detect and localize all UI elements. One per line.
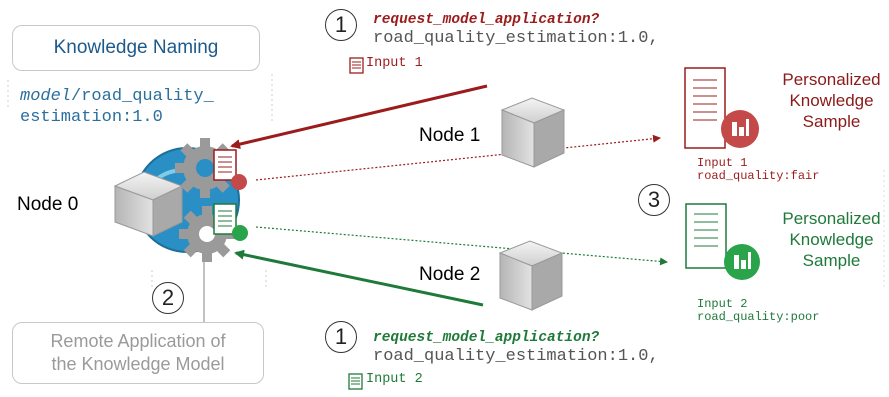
remote-application-box: Remote Application of the Knowledge Mode… bbox=[12, 322, 264, 384]
remote-line2: the Knowledge Model bbox=[51, 354, 225, 374]
document-icon bbox=[685, 203, 727, 269]
step-1-bottom: 1 bbox=[325, 321, 357, 353]
sample-title-top: Personalized Knowledge Sample bbox=[774, 69, 889, 132]
step-2: 2 bbox=[152, 282, 184, 314]
sample-result-bottom: Input 2 road_quality:poor bbox=[697, 298, 819, 324]
sample-top-line2: Knowledge bbox=[789, 91, 874, 110]
node2-label: Node 2 bbox=[419, 264, 481, 285]
chart-badge-icon bbox=[721, 110, 759, 148]
model-name-line2: estimation:1.0 bbox=[20, 108, 163, 127]
sample-top-line3: Sample bbox=[802, 112, 861, 131]
server-node-icon bbox=[113, 171, 184, 237]
result-path-green bbox=[255, 226, 668, 266]
step-1-top: 1 bbox=[325, 9, 357, 41]
server-node-icon bbox=[500, 97, 566, 168]
node0-label: Node 0 bbox=[17, 194, 79, 215]
knowledge-naming-box: Knowledge Naming bbox=[12, 25, 260, 71]
remote-line1: Remote Application of bbox=[50, 331, 226, 351]
request-call-bottom: request_model_application? bbox=[373, 330, 600, 346]
chart-badge-icon bbox=[724, 244, 760, 280]
request-call-top: request_model_application? bbox=[373, 12, 600, 28]
request-top: request_model_application? road_quality_… bbox=[373, 12, 659, 48]
sample-top-input: Input 1 bbox=[697, 156, 748, 170]
sample-bottom-result: road_quality:poor bbox=[697, 310, 820, 324]
step-3: 3 bbox=[638, 184, 670, 216]
model-name-line1: /road_quality_ bbox=[71, 87, 214, 106]
node1-label: Node 1 bbox=[419, 125, 481, 146]
model-prefix: model bbox=[20, 87, 72, 106]
sample-title-bottom: Personalized Knowledge Sample bbox=[774, 208, 889, 271]
request-bottom: request_model_application? road_quality_… bbox=[373, 330, 659, 366]
sample-bottom-line1: Personalized bbox=[782, 209, 881, 228]
sample-top-result: road_quality:fair bbox=[697, 169, 820, 183]
sample-top-line1: Personalized bbox=[782, 70, 881, 89]
document-icon bbox=[213, 149, 247, 190]
sample-bottom-line3: Sample bbox=[802, 251, 861, 270]
node0-graphic bbox=[113, 138, 248, 262]
sample-result-top: Input 1 road_quality:fair bbox=[697, 157, 819, 183]
document-icon bbox=[213, 203, 248, 241]
request-model-bottom: road_quality_estimation:1.0, bbox=[373, 347, 659, 366]
model-identifier: model/road_quality_ estimation:1.0 bbox=[20, 86, 214, 128]
sample-bottom-line2: Knowledge bbox=[789, 230, 874, 249]
request-model-top: road_quality_estimation:1.0, bbox=[373, 29, 659, 48]
document-icon bbox=[349, 57, 364, 74]
request-input-bottom: Input 2 bbox=[366, 372, 423, 387]
server-node-icon bbox=[498, 240, 564, 311]
request-arrow-green bbox=[234, 249, 484, 307]
request-input-top: Input 1 bbox=[366, 56, 423, 71]
knowledge-naming-label: Knowledge Naming bbox=[53, 37, 219, 58]
sample-bottom-input: Input 2 bbox=[697, 297, 748, 311]
document-icon bbox=[684, 67, 726, 149]
request-arrow-red bbox=[230, 84, 488, 150]
document-icon bbox=[348, 373, 363, 390]
